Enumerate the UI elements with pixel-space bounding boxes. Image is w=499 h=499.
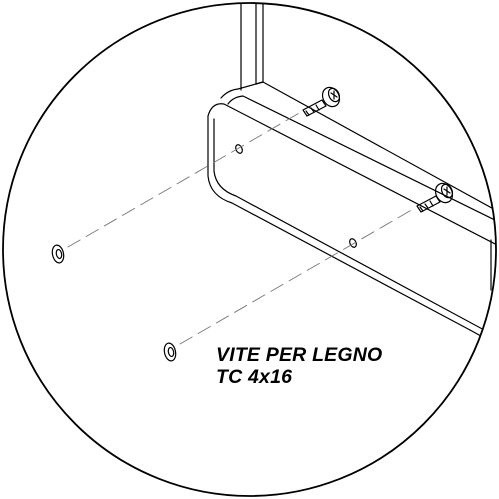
callout-line-2: TC 4x16: [216, 366, 293, 388]
wood-screw-upper: [302, 86, 341, 117]
guide-line-upper: [67, 111, 302, 248]
frame-bracket: [207, 81, 496, 347]
guide-line-lower: [179, 207, 416, 345]
washers: [51, 244, 177, 362]
alignment-guides: [67, 111, 416, 345]
callout-line-1: VITE PER LEGNO: [216, 344, 383, 366]
hole-upper: [235, 144, 243, 154]
washer-upper: [51, 244, 65, 264]
wood-screw-lower: [416, 182, 454, 213]
washer-lower: [163, 342, 177, 362]
bracket-holes: [235, 144, 357, 248]
hole-lower: [349, 238, 357, 248]
vertical-leg-panel: [240, 3, 264, 91]
part-callout-label: VITE PER LEGNO TC 4x16: [216, 344, 382, 388]
